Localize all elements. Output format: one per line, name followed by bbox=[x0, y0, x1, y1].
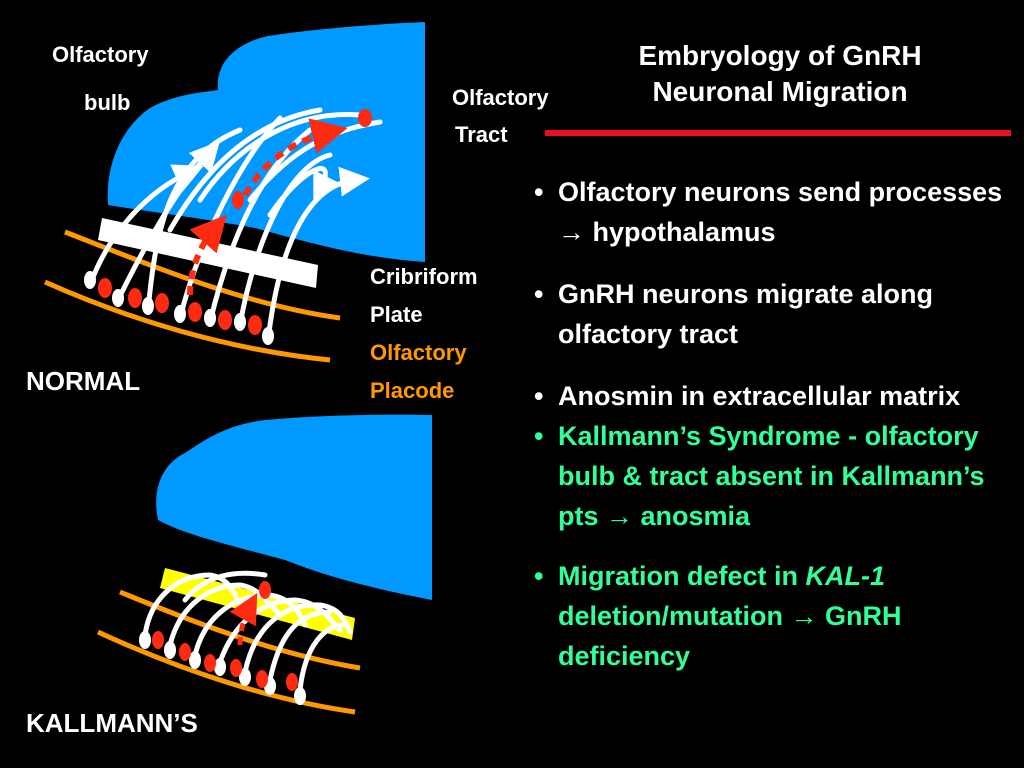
label-normal: NORMAL bbox=[26, 366, 141, 396]
bullet-item: Anosmin in extracellular matrix bbox=[530, 376, 1020, 416]
label-cribriform-line2: Plate bbox=[370, 302, 423, 327]
normal-olfactory-placode bbox=[43, 229, 341, 363]
kallmann-olfactory-axons bbox=[142, 570, 353, 693]
slide-title: Embryology of GnRH Neuronal Migration bbox=[580, 38, 980, 110]
normal-gnrh-migration-path bbox=[187, 118, 348, 296]
label-olfactory-bulb-line2: bulb bbox=[84, 90, 131, 115]
bullet-text-gene: KAL-1 bbox=[805, 561, 886, 591]
slide-title-line1: Embryology of GnRH bbox=[638, 40, 922, 71]
label-olfactory-bulb-line1: Olfactory bbox=[52, 42, 149, 67]
label-kallmanns: KALLMANN’S bbox=[26, 708, 198, 738]
label-olfactory-tract-line2: Tract bbox=[455, 122, 508, 147]
label-olfactory-tract-line1: Olfactory bbox=[452, 85, 549, 110]
kallmann-gnrh-migration-path bbox=[229, 592, 258, 646]
label-placode-line2: Placode bbox=[370, 378, 455, 403]
kallmann-gnrh-neurons bbox=[152, 581, 298, 691]
label-cribriform-line1: Cribriform bbox=[370, 264, 478, 289]
kallmann-panel bbox=[96, 414, 432, 715]
bullet-item: GnRH neurons migrate along olfactory tra… bbox=[530, 274, 1020, 354]
normal-olfactory-neurons bbox=[84, 271, 274, 345]
kallmann-olfactory-bulb bbox=[156, 414, 432, 600]
bullet-text-pre: Migration defect in bbox=[558, 561, 806, 591]
bullet-item: Kallmann’s Syndrome - olfactory bulb & t… bbox=[530, 416, 1020, 536]
bullet-list: Olfactory neurons send processes → hypot… bbox=[530, 172, 1020, 676]
bullet-item: Migration defect in KAL-1 deletion/mutat… bbox=[530, 556, 1020, 676]
normal-panel bbox=[43, 22, 425, 363]
title-underline bbox=[545, 130, 1011, 136]
label-placode-line1: Olfactory bbox=[370, 340, 467, 365]
bullet-text-post: deletion/mutation → GnRH deficiency bbox=[558, 601, 902, 671]
normal-gnrh-neurons bbox=[98, 109, 372, 335]
slide-title-line2: Neuronal Migration bbox=[652, 76, 908, 107]
bullet-item: Olfactory neurons send processes → hypot… bbox=[530, 172, 1020, 252]
